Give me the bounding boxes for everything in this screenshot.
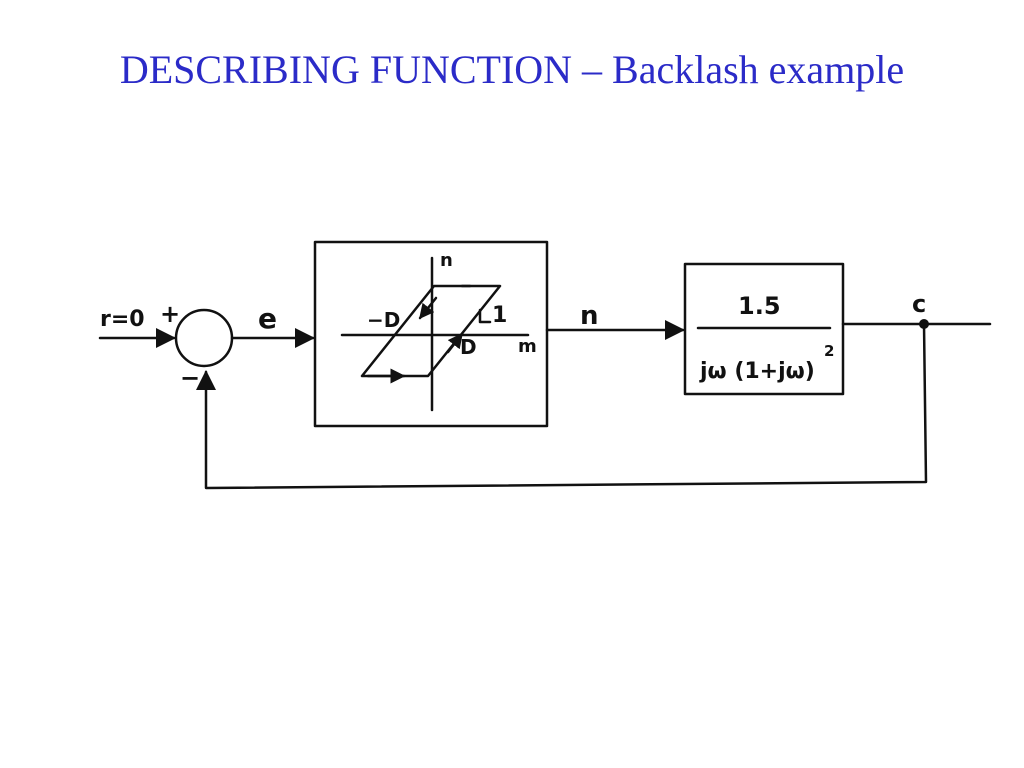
input-label: r=0: [100, 307, 145, 332]
backlash-input-axis-label: m: [518, 336, 537, 357]
slope-label: 1: [492, 303, 507, 328]
neg-deadband-label: −D: [367, 308, 400, 332]
loop-arrow-right: [446, 332, 464, 354]
minus-sign: −: [180, 364, 200, 392]
feedback-path: [196, 322, 928, 490]
output-pickoff-point: [919, 319, 929, 329]
error-label: e: [258, 302, 277, 335]
loop-arrow-left: [418, 296, 438, 320]
plus-sign: +: [160, 300, 180, 328]
output-label: c: [912, 290, 926, 318]
summing-junction: [174, 308, 234, 368]
slide-title: DESCRIBING FUNCTION – Backlash example: [119, 47, 905, 92]
backlash-block: [313, 240, 549, 428]
plant-numerator: 1.5: [738, 292, 781, 320]
plant-exponent: 2: [824, 342, 834, 360]
backlash-characteristic: [360, 284, 502, 378]
slope-marker: [478, 308, 492, 324]
intermediate-label: n: [580, 301, 599, 331]
backlash-output-axis-label: n: [440, 250, 453, 271]
plant-denominator: jω (1+jω): [699, 359, 815, 384]
pos-deadband-label: D: [460, 335, 477, 359]
plant-block: [683, 262, 845, 396]
